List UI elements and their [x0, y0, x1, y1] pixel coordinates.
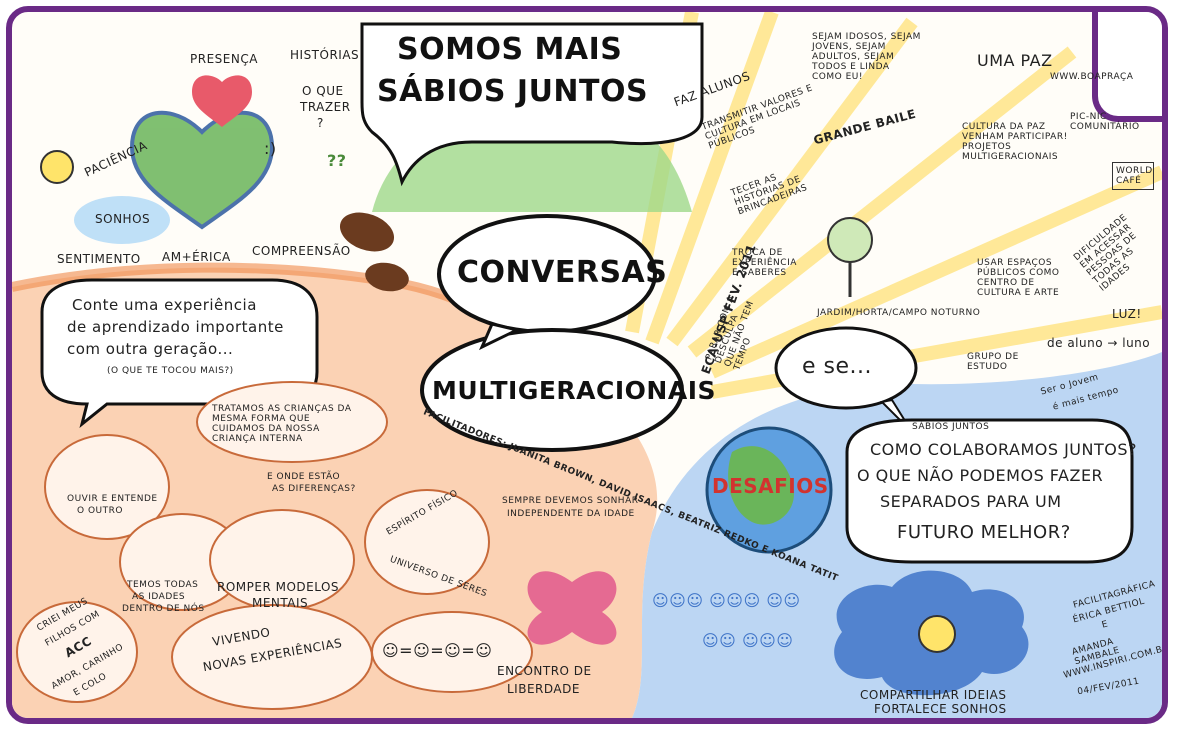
aluno-luno-label: de aluno → luno [1047, 336, 1151, 350]
jardim-label: JARDIM/HORTA/CAMPO NOTURNO [817, 308, 981, 318]
smiley-icon: :) [264, 139, 277, 158]
people-equal-icon: ☺=☺=☺=☺ [382, 641, 493, 660]
presenca-label: PRESENÇA [190, 52, 258, 66]
encontro-line-2: LIBERDADE [507, 682, 580, 696]
center-title-multigeracionais: MULTIGERACIONAIS [432, 376, 717, 405]
o-que-trazer-2: TRAZER [300, 100, 351, 114]
troca-text: TROCA DE EXPERIÊNCIA E SABERES [732, 248, 797, 278]
amerika-label: AM+ÉRICA [162, 250, 231, 264]
prompt-line-2: de aprendizado importante [67, 318, 284, 336]
question-line-1: COMO COLABORAMOS JUNTOS? [870, 440, 1137, 459]
background-art [12, 12, 1162, 718]
sentimento-label: SENTIMENTO [57, 252, 141, 266]
site-label: WWW.BOAPRAÇA [1050, 72, 1134, 82]
o-que-trazer-3: ? [317, 116, 324, 130]
tratamos-text: TRATAMOS AS CRIANÇAS DA MESMA FORMA QUE … [212, 404, 352, 444]
people-tables-icon: ☺☺☺ ☺☺☺ ☺☺ [652, 591, 801, 610]
sonhar-line-1: SEMPRE DEVEMOS SONHAR [502, 496, 639, 506]
question-line-3: SEPARADOS PARA UM [880, 492, 1062, 511]
romper-line-1: ROMPER MODELOS [217, 580, 340, 594]
compartilhar-line-1: COMPARTILHAR IDEIAS [860, 688, 1007, 702]
title-line-2: SÁBIOS JUNTOS [377, 74, 649, 109]
grupo-label: GRUPO DE ESTUDO [967, 352, 1019, 372]
idosos-text: SEJAM IDOSOS, SEJAM JOVENS, SEJAM ADULTO… [812, 32, 921, 82]
compartilhar-line-2: FORTALECE SONHOS [874, 702, 1007, 716]
temos-line-2: AS IDADES [132, 592, 186, 602]
picnic-label: PIC-NIC COMUNITÁRIO [1070, 112, 1140, 132]
question-line-2: O QUE NÃO PODEMOS FAZER [857, 466, 1104, 485]
cultura-paz-text: CULTURA DA PAZ VENHAM PARTICIPAR! PROJET… [962, 122, 1068, 162]
title-line-1: SOMOS MAIS [397, 32, 623, 67]
ouvir-line-2: O OUTRO [77, 506, 123, 516]
corner-tab [1092, 12, 1162, 122]
prompt-line-3: com outra geração... [67, 340, 234, 358]
e-se-text: e se... [802, 354, 873, 379]
diferencas-line-1: E ONDE ESTÃO [267, 472, 341, 482]
question-marks-icon: ?? [327, 151, 347, 170]
poster-frame: SOMOS MAIS SÁBIOS JUNTOS CONVERSAS MULTI… [6, 6, 1168, 724]
luz-label: LUZ! [1112, 307, 1142, 321]
prompt-line-4: (O QUE TE TOCOU MAIS?) [107, 366, 234, 376]
center-title-conversas: CONVERSAS [457, 255, 668, 290]
uma-paz-label: UMA PAZ [977, 51, 1053, 70]
people-tables-icon-2: ☺☺ ☺☺☺ [702, 631, 794, 650]
diferencas-line-2: AS DIFERENÇAS? [272, 484, 356, 494]
sonhar-line-2: INDEPENDENTE DA IDADE [507, 509, 635, 519]
sabios-juntos-label: SÁBIOS JUNTOS [912, 422, 990, 432]
prompt-line-1: Conte uma experiência [72, 296, 257, 314]
desafios-label: DESAFIOS [712, 474, 829, 498]
ouvir-line-1: OUVIR E ENTENDE [67, 494, 158, 504]
sonhos-label: SONHOS [95, 212, 151, 226]
world-cafe-label: WORLD CAFÉ [1112, 162, 1154, 190]
compreensao-label: COMPREENSÃO [252, 244, 351, 258]
o-que-trazer-1: O QUE [302, 84, 344, 98]
temos-line-3: DENTRO DE NÓS [122, 604, 205, 614]
temos-line-1: TEMOS TODAS [127, 580, 199, 590]
encontro-line-1: ENCONTRO DE [497, 664, 592, 678]
question-line-4: FUTURO MELHOR? [897, 522, 1071, 543]
usar-espacos-text: USAR ESPAÇOS PÚBLICOS COMO CENTRO DE CUL… [977, 258, 1060, 298]
romper-line-2: MENTAIS [252, 596, 309, 610]
historias-label: HISTÓRIAS [290, 48, 360, 62]
